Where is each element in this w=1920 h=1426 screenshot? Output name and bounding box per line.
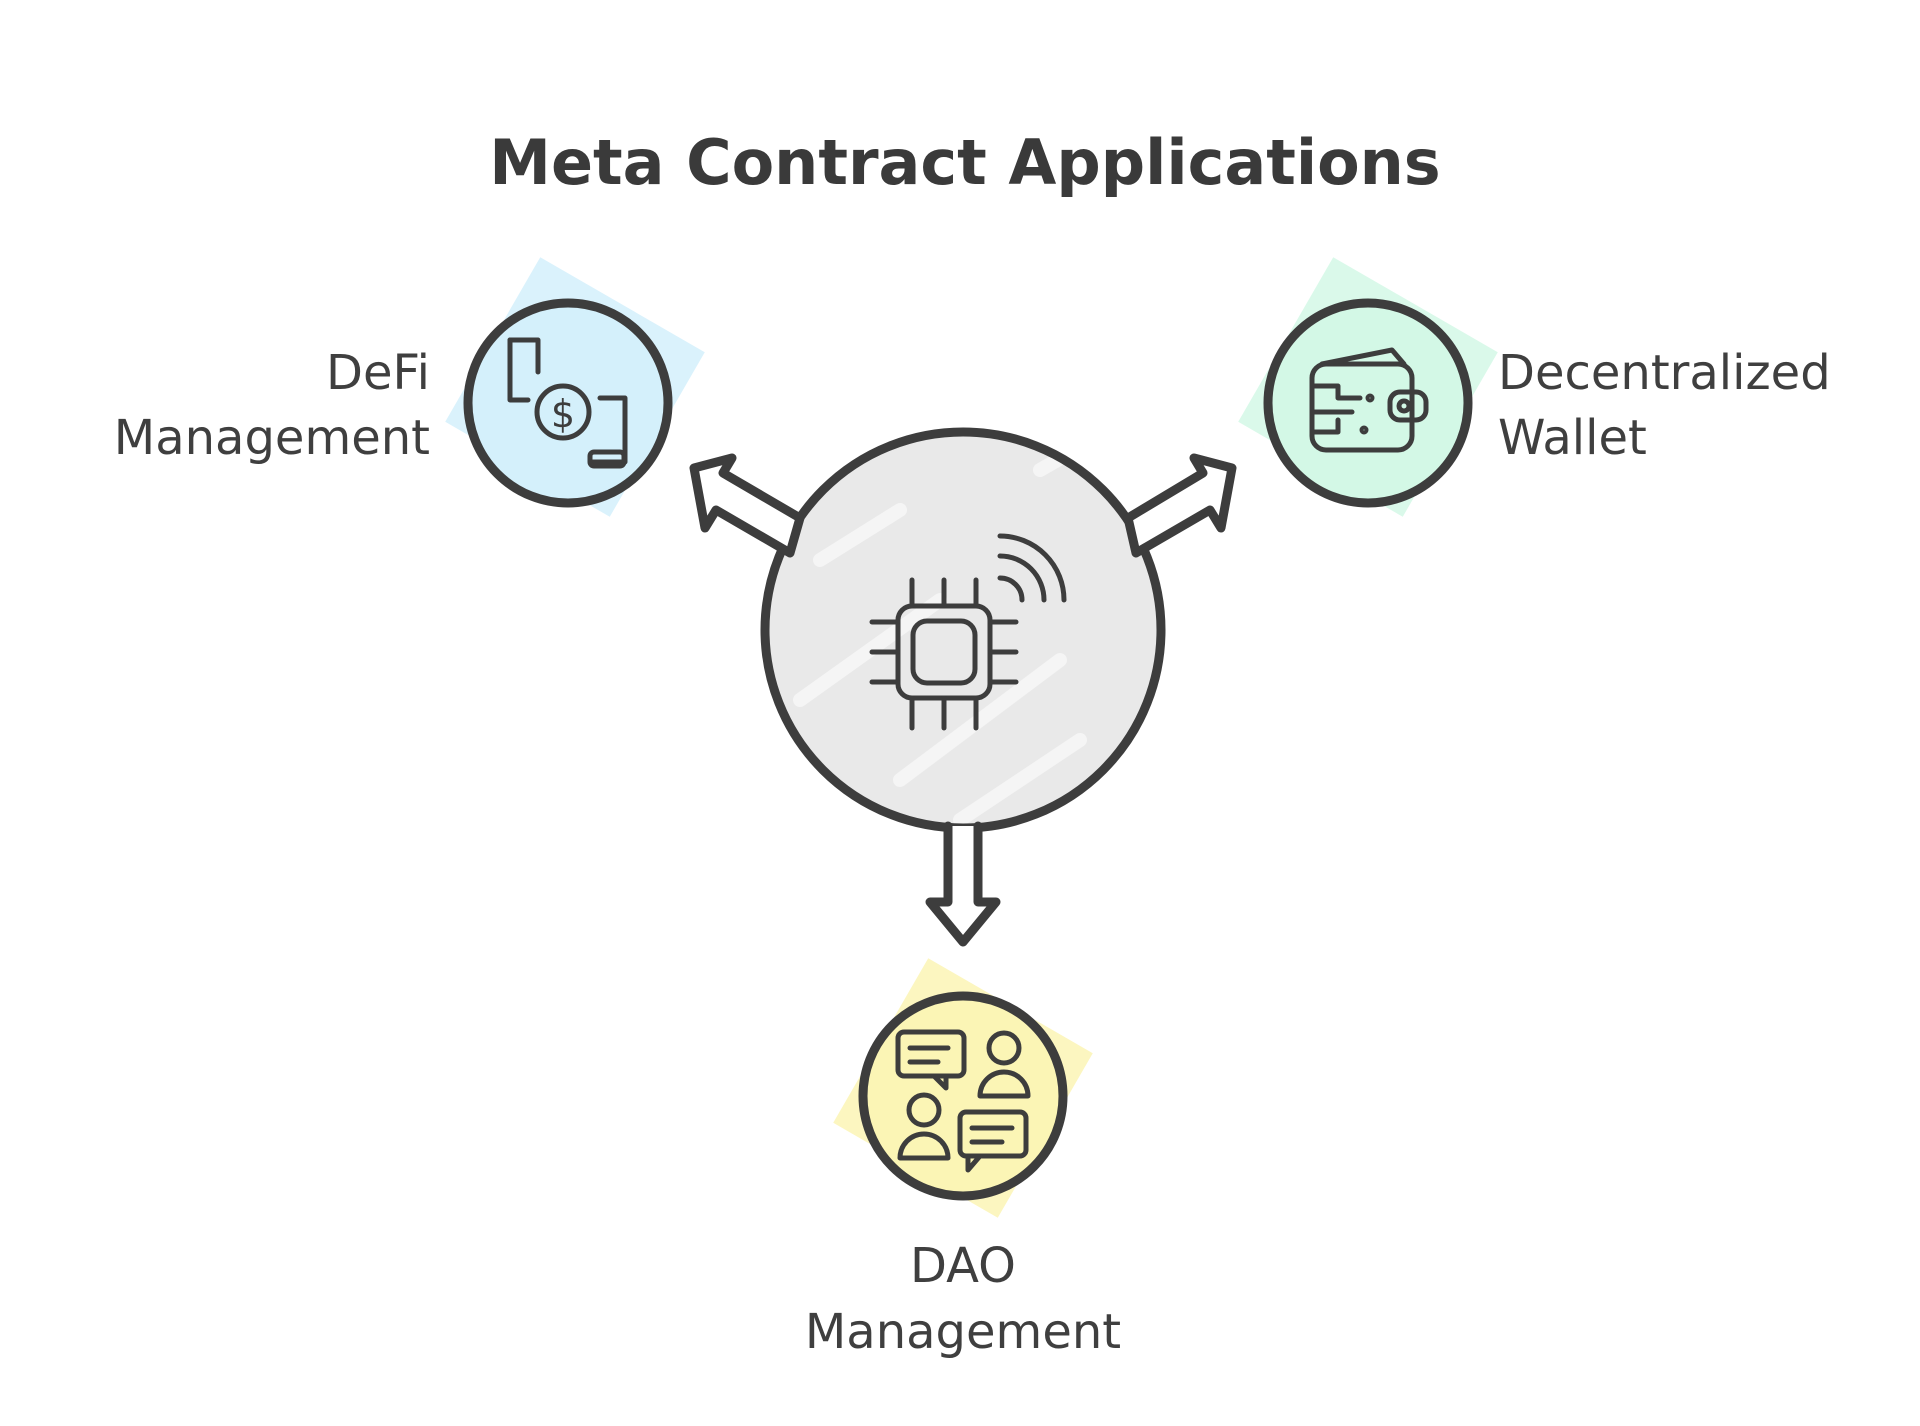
chip-wireless-icon [869, 533, 1067, 731]
money-transfer-icon: $ [507, 337, 628, 469]
node-wallet: Decentralized Wallet [1238, 257, 1831, 517]
discussion-people-icon [895, 1029, 1031, 1173]
svg-text:$: $ [551, 392, 575, 436]
dao-label-line1: DAO [910, 1238, 1016, 1294]
defi-label-line1: DeFi [326, 345, 430, 401]
page-title: Meta Contract Applications [489, 126, 1440, 199]
hub-node [689, 423, 1237, 947]
arrow-to-dao [925, 821, 1001, 947]
node-defi: $ DeFi Management [114, 257, 705, 517]
arrow-to-wallet [1123, 453, 1237, 558]
wallet-icon [1309, 347, 1429, 453]
defi-label-line2: Management [114, 410, 430, 466]
dao-label-line2: Management [805, 1304, 1121, 1360]
arrow-to-defi [689, 453, 805, 558]
node-dao: DAO Management [805, 958, 1121, 1360]
wallet-label-line2: Wallet [1498, 410, 1647, 466]
wallet-label-line1: Decentralized [1498, 345, 1831, 401]
